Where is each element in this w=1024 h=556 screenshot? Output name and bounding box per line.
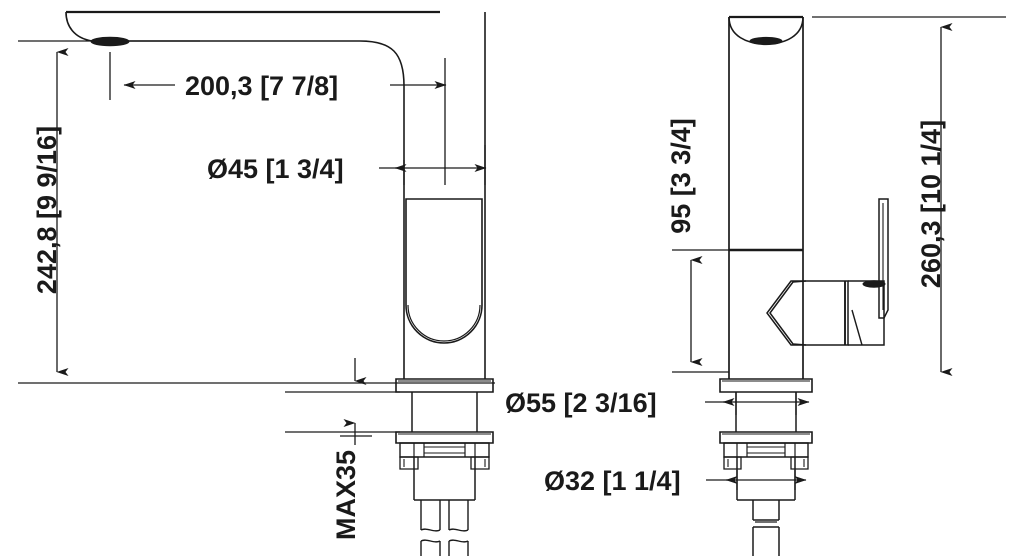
dim-spout-reach-label: 200,3 [7 7/8] [185,71,338,101]
dim-body-diameter-label: Ø45 [1 3/4] [207,154,344,184]
dim-base-flange-diameter-label: Ø55 [2 3/16] [505,388,657,418]
side-view-geometry [719,15,889,556]
dim-shank-diameter-label: Ø32 [1 1/4] [544,466,681,496]
dimension-lines [18,16,1006,490]
dim-overall-height-front-label: 242,8 [9 9/16] [32,126,62,294]
dim-max-deck-thickness-label: MAX35 [331,450,361,540]
dimension-labels: 200,3 [7 7/8] Ø45 [1 3/4] 242,8 [9 9/16]… [32,71,946,540]
dim-overall-height-side-label: 260,3 [10 1/4] [916,120,946,288]
spout-top-aerator [749,36,783,46]
dim-handle-height-label: 95 [3 3/4] [666,118,696,234]
